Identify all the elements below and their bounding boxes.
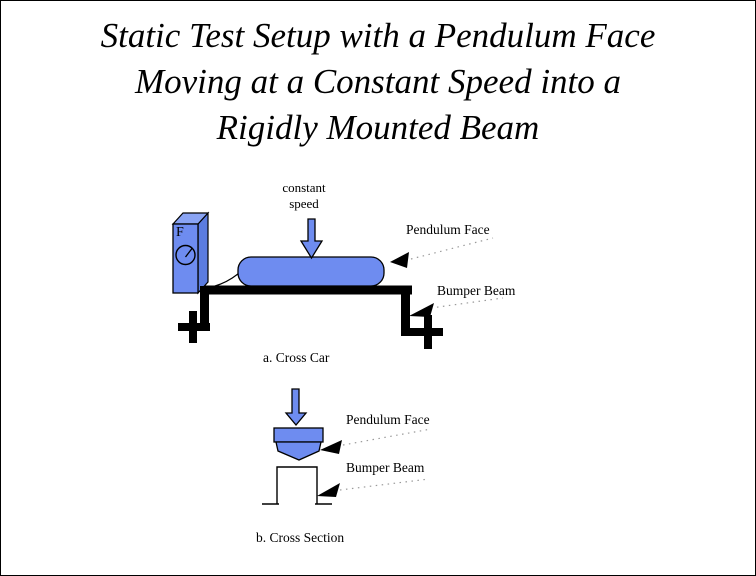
title-line-3: Rigidly Mounted Beam bbox=[216, 108, 540, 147]
caption-cross-car: a. Cross Car bbox=[263, 350, 330, 365]
mount-cross-left-icon bbox=[178, 311, 210, 343]
force-gauge-side-face bbox=[197, 211, 209, 295]
pendulum-face-pointer-icon-b bbox=[320, 440, 342, 454]
pendulum-face-label-a: Pendulum Face bbox=[406, 222, 490, 237]
title-line-2: Moving at a Constant Speed into a bbox=[134, 62, 622, 101]
gauge-needle-icon bbox=[184, 248, 193, 258]
pendulum-face-leader-b bbox=[342, 428, 432, 446]
force-gauge-label: F bbox=[176, 225, 184, 240]
bumper-beam-label-b: Bumper Beam bbox=[346, 460, 425, 475]
pendulum-face-leader-a bbox=[410, 237, 494, 260]
pendulum-face-section-top bbox=[273, 427, 324, 443]
constant-speed-arrow-icon bbox=[299, 218, 324, 260]
cross-section-arrow-icon bbox=[284, 388, 308, 427]
gauge-dial-icon bbox=[175, 244, 196, 266]
caption-cross-section: b. Cross Section bbox=[256, 530, 345, 545]
pendulum-face-label-b: Pendulum Face bbox=[346, 412, 430, 427]
pendulum-face-pointer-icon-a bbox=[390, 252, 409, 268]
bumper-beam-leader-b bbox=[339, 478, 430, 491]
constant-speed-label: constant speed bbox=[282, 180, 326, 211]
slide-title: Static Test Setup with a Pendulum Face M… bbox=[1, 13, 755, 151]
bumper-beam-pointer-icon-b bbox=[317, 483, 340, 497]
bumper-beam-label-a: Bumper Beam bbox=[437, 283, 516, 298]
bumper-beam-section bbox=[262, 466, 332, 505]
pendulum-face-section-bottom bbox=[275, 441, 322, 461]
bumper-beam-leader-a bbox=[430, 297, 504, 309]
bumper-beam-pointer-icon-a bbox=[409, 303, 434, 317]
title-line-1: Static Test Setup with a Pendulum Face bbox=[100, 16, 656, 55]
pendulum-face-side-view bbox=[237, 256, 385, 287]
